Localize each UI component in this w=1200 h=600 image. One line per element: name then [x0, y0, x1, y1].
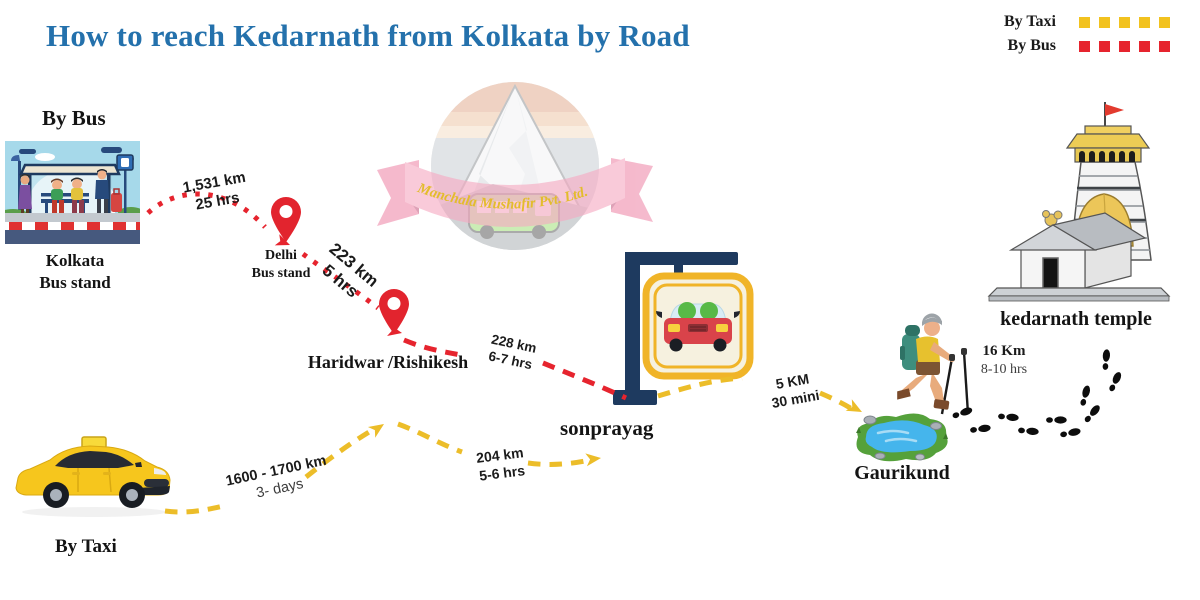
seated-passenger-icon — [51, 178, 64, 213]
gaurikund-label: Gaurikund — [854, 462, 950, 484]
logo-ribbon — [377, 158, 653, 228]
taxi-route-swatch — [1159, 16, 1170, 28]
car-sign-icon — [656, 302, 740, 352]
seated-passenger-icon — [71, 177, 84, 213]
legend-bus-label: By Bus — [1007, 37, 1056, 54]
kedarnath-temple-label: kedarnath temple — [1000, 308, 1152, 330]
kolkata-line2: Bus stand — [39, 273, 111, 293]
bus-route-swatch — [1119, 40, 1130, 52]
taxi-route-swatch — [1119, 16, 1130, 28]
by-taxi-heading: By Taxi — [55, 536, 117, 557]
bus-route-swatch — [1079, 40, 1090, 52]
temple-crown-arches — [1079, 151, 1135, 162]
page-title: How to reach Kedarnath from Kolkata by R… — [46, 18, 690, 53]
company-logo-watermark: Manchala Mushafir Pvt. Ltd. — [377, 82, 653, 250]
by-bus-heading: By Bus — [42, 106, 106, 130]
taxi-route-swatch — [1099, 16, 1110, 28]
segment-kolkata-haridwar-taxi: 1600 - 1700 km 3- days — [200, 447, 356, 514]
delhi-pin-icon — [271, 197, 301, 242]
bus-route-swatch — [1159, 40, 1170, 52]
sonprayag-signpost-illustration — [613, 252, 754, 405]
bus-stop-sign-icon — [116, 154, 134, 215]
segment-distance: 16 Km — [982, 343, 1026, 359]
kolkata-bus-stand-label: Kolkata Bus stand — [10, 250, 140, 294]
taxi-illustration — [15, 436, 171, 517]
segment-duration: 8-10 hrs — [980, 361, 1028, 377]
delhi-bus-stand-label: Delhi Bus stand — [233, 247, 329, 283]
kolkata-line1: Kolkata — [45, 251, 105, 270]
taxi-route-swatch — [1139, 16, 1150, 28]
standing-woman-icon — [18, 174, 32, 215]
kedarnath-temple-illustration — [987, 102, 1171, 302]
legend-taxi-label: By Taxi — [1003, 13, 1056, 30]
legend: By Taxi By Bus — [1004, 10, 1170, 58]
hiker-illustration — [897, 313, 970, 415]
delhi-line2: Bus stand — [251, 266, 311, 282]
bus-stop-illustration — [5, 141, 140, 244]
segment-haridwar-sonprayag-taxi: 204 km 5-6 hrs — [458, 442, 544, 487]
gaurikund-lake-illustration — [856, 413, 948, 462]
sonprayag-label: sonprayag — [560, 416, 654, 440]
legend-row-bus: By Bus — [1004, 34, 1170, 58]
curb-stripes — [9, 222, 140, 230]
segment-sonprayag-gaurikund: 5 KM 30 mini — [750, 366, 839, 415]
bus-route-swatch — [1099, 40, 1110, 52]
segment-gaurikund-kedarnath-trek: 16 Km 8-10 hrs — [962, 342, 1046, 378]
haridwar-rishikesh-label: Haridwar /Rishikesh — [307, 352, 469, 372]
taxi-route-swatch — [1079, 16, 1090, 28]
traveler-with-suitcase-icon — [95, 169, 122, 215]
segment-haridwar-sonprayag-bus: 228 km 6-7 hrs — [469, 328, 554, 378]
delhi-line1: Delhi — [265, 248, 297, 263]
temple-flag-icon — [1105, 104, 1124, 116]
bus-route-swatch — [1139, 40, 1150, 52]
legend-row-taxi: By Taxi — [1004, 10, 1170, 34]
segment-kolkata-delhi-bus: 1,531 km 25 hrs — [156, 164, 277, 221]
haridwar-pin-icon — [379, 289, 409, 334]
